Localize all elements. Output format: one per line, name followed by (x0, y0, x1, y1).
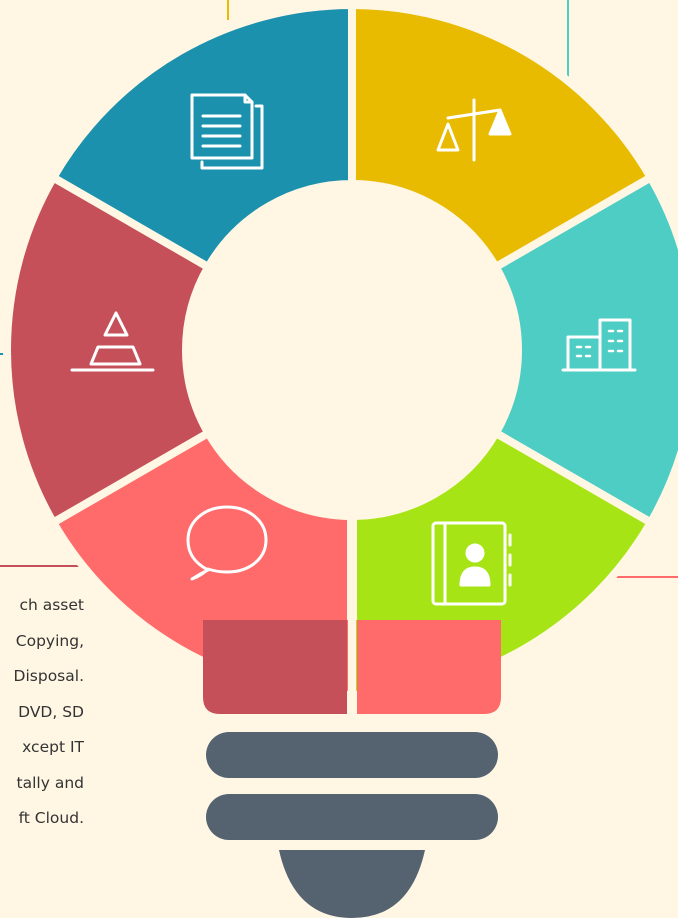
text-line: Disposal. (13, 667, 84, 685)
stem-divider (347, 500, 357, 620)
stem-left (203, 620, 347, 714)
segment-documents (348, 0, 657, 273)
bulb-tip (279, 850, 425, 918)
text-line: ft Cloud. (18, 809, 84, 827)
base-bar-1 (206, 732, 498, 778)
segment-communication (2, 172, 214, 528)
stem-right (357, 620, 501, 714)
contact-book-icon (431, 521, 512, 606)
scales-icon (436, 98, 512, 162)
base-bar-2 (206, 794, 498, 840)
text-line: xcept IT (22, 738, 84, 756)
pyramid-icon (70, 311, 155, 372)
text-line: tally and (16, 773, 84, 792)
text-line: ch asset (19, 596, 84, 614)
buildings-icon (561, 318, 637, 372)
text-line: DVD, SD (18, 702, 84, 721)
speech-bubble-icon (186, 505, 268, 581)
segment-law (490, 172, 678, 528)
documents-icon (190, 93, 264, 170)
description-text: ch asset Copying, Disposal. DVD, SD xcep… (0, 588, 84, 837)
text-line: Copying, (15, 631, 84, 650)
